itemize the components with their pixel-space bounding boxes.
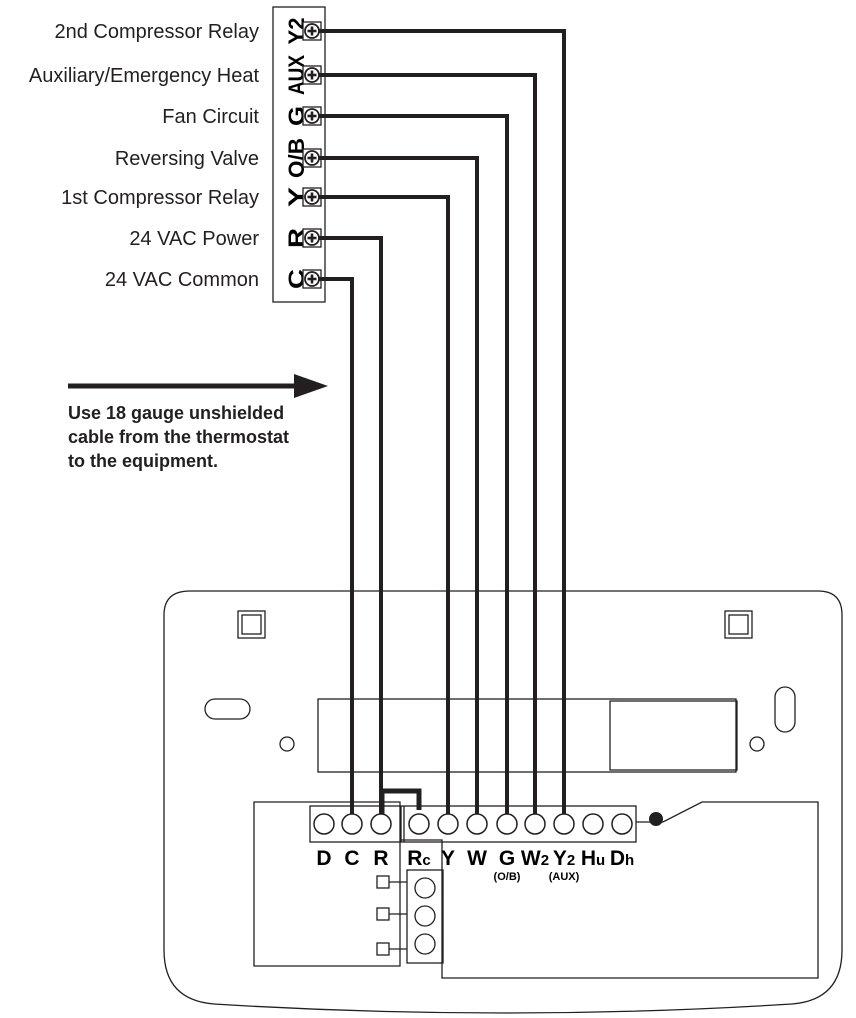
equipment-label-g: Fan Circuit (162, 106, 259, 128)
terminal-label-d: D (316, 847, 331, 870)
cable-note-line-1: Use 18 gauge unshielded (68, 403, 284, 423)
plus-screw-icon (302, 187, 322, 207)
wire-r-to-r (319, 236, 383, 816)
wire-g-to-g (319, 114, 509, 816)
plus-screw-icon (302, 106, 322, 126)
wire-y-to-y (319, 195, 450, 816)
terminal-label-dh: Dh (610, 847, 634, 870)
terminal-screw-c (341, 813, 363, 835)
base-outline (163, 590, 843, 1014)
wire-aux-to-w2 (319, 73, 537, 816)
screw-slot-right (774, 686, 796, 733)
terminal-strip (309, 805, 637, 843)
terminal-screw-r (370, 813, 392, 835)
plus-screw-icon (302, 148, 322, 168)
terminal-screw-w2 (524, 813, 546, 835)
terminal-screw-d (313, 813, 335, 835)
terminal-label-r: R (373, 847, 388, 870)
wire-opening (317, 698, 737, 773)
mounting-slot-left (237, 610, 266, 639)
led-indicator (649, 812, 663, 826)
mounting-slot-right (724, 610, 753, 639)
terminal-label-g: G (499, 847, 515, 870)
cable-note: Use 18 gauge unshielded cable from the t… (68, 403, 294, 471)
terminal-label-w2: W2 (521, 847, 549, 870)
plus-screw-icon (302, 269, 322, 289)
wire-y2-to-y2 (319, 29, 566, 816)
thermostat-base (163, 590, 843, 1014)
terminal-screw-y2 (553, 813, 575, 835)
cable-note-line-3: to the equipment. (68, 451, 218, 471)
equipment-label-c: 24 VAC Common (105, 269, 259, 291)
cable-note-line-2: cable from the thermostat (68, 427, 289, 447)
aux-terminal-strip (406, 869, 444, 964)
plus-screw-icon (302, 65, 322, 85)
terminal-label-w: W (467, 847, 487, 870)
terminal-note-o-b: (O/B) (494, 871, 521, 883)
terminal-screw-rc (408, 813, 430, 835)
mount-hole-right (749, 736, 765, 752)
terminal-label-hu: Hu (581, 847, 605, 870)
terminal-label-c: C (344, 847, 359, 870)
terminal-screw-g (496, 813, 518, 835)
equipment-label-o-b: Reversing Valve (115, 148, 259, 170)
terminal-screw-hu (582, 813, 604, 835)
terminal-screw-dh (611, 813, 633, 835)
equipment-label-y: 1st Compressor Relay (61, 187, 259, 209)
wire-o-b-to-w (319, 156, 479, 816)
equipment-label-aux: Auxiliary/Emergency Heat (29, 65, 260, 87)
plus-screw-icon (302, 21, 322, 41)
mount-hole-left (279, 736, 295, 752)
terminal-note-aux: (AUX) (549, 871, 580, 883)
terminal-screw-w (466, 813, 488, 835)
terminal-screw-y (437, 813, 459, 835)
terminal-label-rc: Rc (407, 847, 431, 870)
arrow-icon (68, 374, 328, 398)
battery-compartment (609, 700, 738, 771)
equipment-label-y2: 2nd Compressor Relay (54, 21, 259, 43)
screw-slot-left (204, 698, 251, 720)
terminal-label-y2: Y2 (553, 847, 575, 870)
equipment-label-r: 24 VAC Power (129, 228, 259, 250)
plus-screw-icon (302, 228, 322, 248)
terminal-label-y: Y (441, 847, 455, 870)
wire-c-to-c (319, 277, 354, 816)
